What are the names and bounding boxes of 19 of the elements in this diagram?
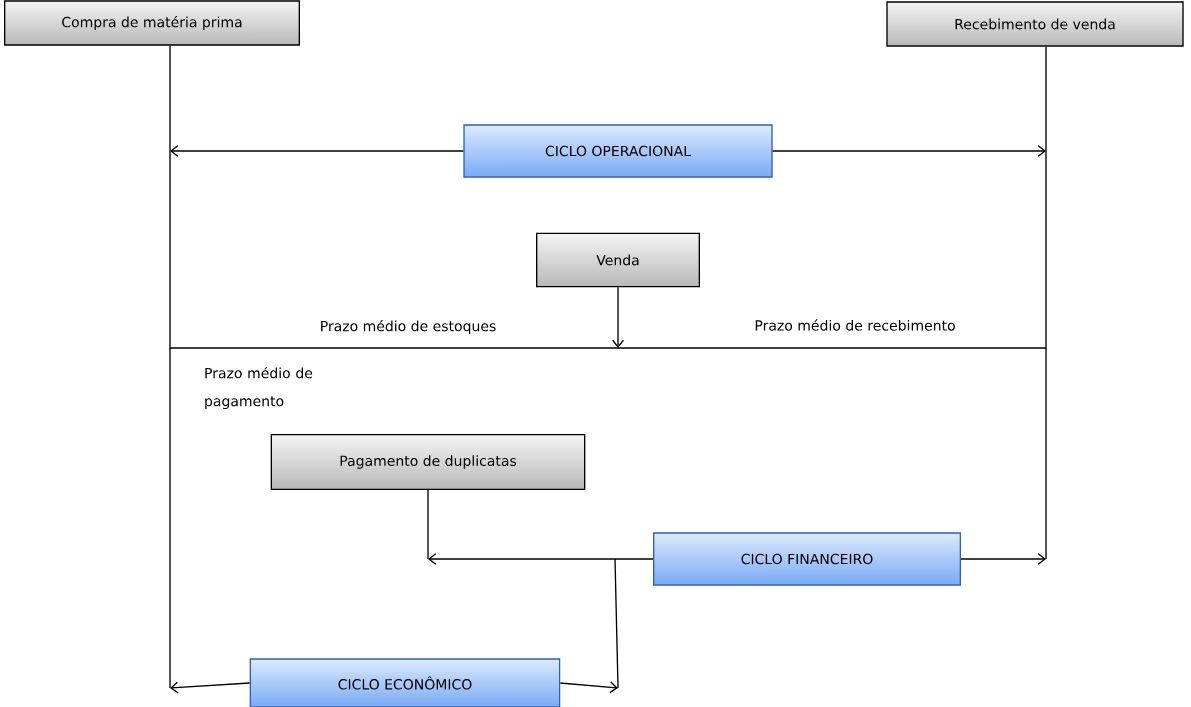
arrow [170,145,464,157]
arrow [612,286,624,348]
event-box: Compra de matéria prima [4,0,300,46]
period-label: Prazo médio de recebimento [755,319,955,331]
cycle-box: CICLO ECONÔMICO [249,658,561,707]
connector-line [169,45,1047,349]
period-label: Prazo médio de estoques [321,319,496,335]
cycle-box: CICLO OPERACIONAL [463,124,773,178]
period-label: Prazo médio de pagamento [205,366,313,410]
event-box: Venda [536,232,700,288]
arrow [428,553,654,565]
connector-line [427,489,429,560]
event-box: Recebimento de venda [886,1,1184,47]
arrow [170,681,251,694]
arrow [960,553,1046,565]
cycle-box: CICLO FINANCEIRO [653,532,961,586]
arrow [772,145,1046,157]
arrow [559,681,618,694]
event-box: Pagamento de duplicatas [270,434,586,490]
